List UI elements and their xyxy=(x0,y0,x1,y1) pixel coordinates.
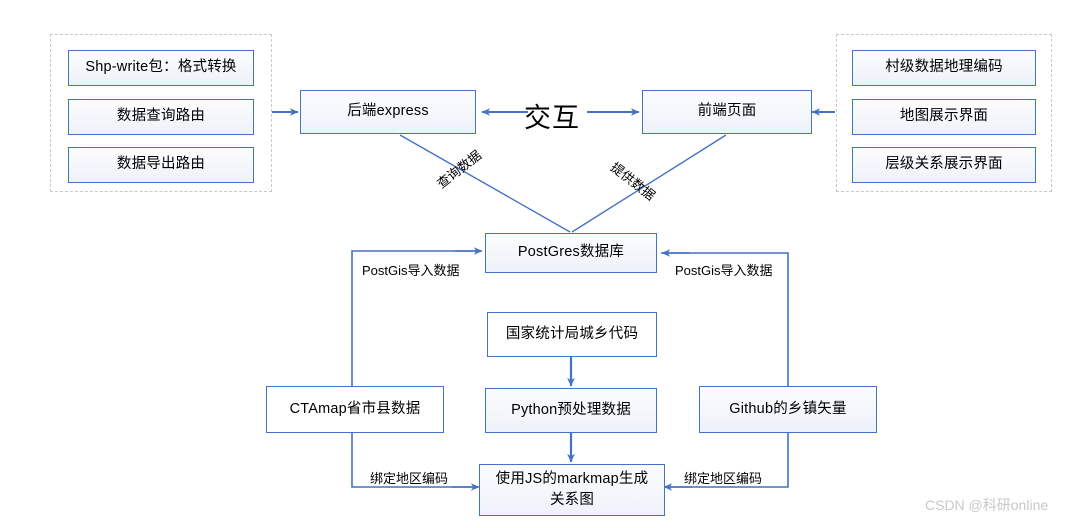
backend-modules-group xyxy=(50,34,272,192)
node-backend-express[interactable]: 后端express xyxy=(300,90,476,134)
node-github-township-vector[interactable]: Github的乡镇矢量 xyxy=(699,386,877,433)
node-ctamap-data-label: CTAmap省市县数据 xyxy=(289,400,421,417)
node-frontend-page-label: 前端页面 xyxy=(697,103,757,120)
edge-label-bind-code-right: 绑定地区编码 xyxy=(684,471,763,486)
node-frontend-page[interactable]: 前端页面 xyxy=(642,90,812,134)
node-markmap-generate-label-line2: 关系图 xyxy=(549,492,595,508)
node-data-query-route-label: 数据查询路由 xyxy=(116,108,206,125)
edge-label-bind-code-left: 绑定地区编码 xyxy=(370,471,449,486)
node-python-preprocess-label: Python预处理数据 xyxy=(511,401,631,418)
node-data-export-route-label: 数据导出路由 xyxy=(116,156,206,173)
node-map-display[interactable]: 地图展示界面 xyxy=(852,99,1036,135)
node-hierarchy-display[interactable]: 层级关系展示界面 xyxy=(852,147,1036,183)
node-data-query-route[interactable]: 数据查询路由 xyxy=(68,99,254,135)
edge-label-query-data: 查询数据 xyxy=(433,147,485,192)
node-ctamap-data[interactable]: CTAmap省市县数据 xyxy=(266,386,444,433)
frontend-modules-group xyxy=(836,34,1052,192)
node-village-geocode-label: 村级数据地理编码 xyxy=(885,59,1003,76)
edge-label-provide-data: 提供数据 xyxy=(607,159,658,204)
node-shp-write-label: Shp-write包：格式转换 xyxy=(85,59,237,76)
edge-label-postgis-import-right: PostGis导入数据 xyxy=(675,263,773,278)
node-map-display-label: 地图展示界面 xyxy=(899,108,989,125)
node-stats-bureau-code-label: 国家统计局城乡代码 xyxy=(505,325,639,342)
node-markmap-generate[interactable]: 使用JS的markmap生成 关系图 xyxy=(479,464,665,516)
node-python-preprocess[interactable]: Python预处理数据 xyxy=(485,388,657,433)
node-shp-write[interactable]: Shp-write包：格式转换 xyxy=(68,50,254,86)
node-backend-express-label: 后端express xyxy=(347,103,429,120)
interaction-label: 交互 xyxy=(524,103,580,133)
node-markmap-generate-label-line1: 使用JS的markmap生成 xyxy=(495,470,649,487)
node-hierarchy-display-label: 层级关系展示界面 xyxy=(885,156,1003,173)
node-postgres-database[interactable]: PostGres数据库 xyxy=(485,233,657,273)
node-village-geocode[interactable]: 村级数据地理编码 xyxy=(852,50,1036,86)
node-data-export-route[interactable]: 数据导出路由 xyxy=(68,147,254,183)
edge-label-postgis-import-left: PostGis导入数据 xyxy=(362,263,460,278)
node-stats-bureau-code[interactable]: 国家统计局城乡代码 xyxy=(487,312,657,357)
watermark: CSDN @科研online xyxy=(925,497,1049,513)
node-github-township-vector-label: Github的乡镇矢量 xyxy=(729,400,847,417)
node-postgres-database-label: PostGres数据库 xyxy=(517,244,625,261)
